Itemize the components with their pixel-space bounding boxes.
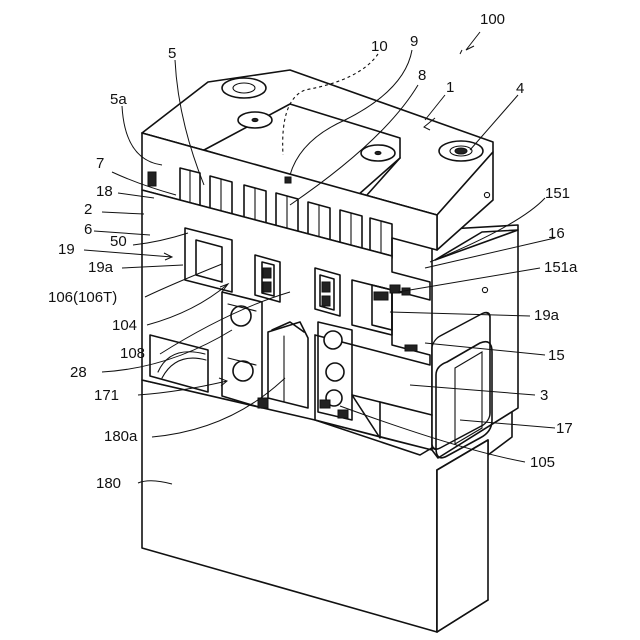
ref-3: 3 <box>540 387 548 404</box>
ref-1: 1 <box>446 79 454 96</box>
ref-18: 18 <box>96 183 113 200</box>
ref-5a: 5a <box>110 91 127 108</box>
ref-100: 100 <box>480 11 505 28</box>
ref-151a: 151a <box>544 259 578 276</box>
ref-28: 28 <box>70 364 87 381</box>
ref-7: 7 <box>96 155 104 172</box>
ref-19: 19 <box>58 241 75 258</box>
ref-180: 180 <box>96 475 121 492</box>
ref-19a-left: 19a <box>88 259 114 276</box>
ref-8: 8 <box>418 67 426 84</box>
ref-17: 17 <box>556 420 573 437</box>
ref-16: 16 <box>548 225 565 242</box>
ref-15: 15 <box>548 347 565 364</box>
ref-151: 151 <box>545 185 570 202</box>
ref-106: 106(106T) <box>48 289 117 306</box>
ref-9: 9 <box>410 33 418 50</box>
ref-171: 171 <box>94 387 119 404</box>
ref-10: 10 <box>371 38 388 55</box>
ref-5: 5 <box>168 45 176 62</box>
ref-104: 104 <box>112 317 137 334</box>
ref-4: 4 <box>516 80 524 97</box>
ref-2: 2 <box>84 201 92 218</box>
ref-50: 50 <box>110 233 127 250</box>
ref-108: 108 <box>120 345 145 362</box>
ref-105: 105 <box>530 454 555 471</box>
top-hole-left <box>222 78 266 98</box>
ref-19a-right: 19a <box>534 307 560 324</box>
ref-180a: 180a <box>104 428 138 445</box>
ref-6: 6 <box>84 221 92 238</box>
